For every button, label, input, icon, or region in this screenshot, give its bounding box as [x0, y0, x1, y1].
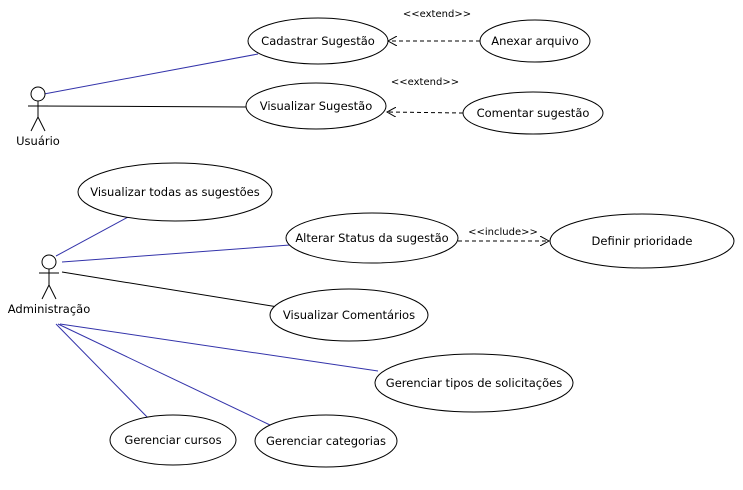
- usecase-anexar-arquivo[interactable]: Anexar arquivo: [479, 19, 591, 63]
- usecase-alterar-status-label: Alterar Status da sugestão: [295, 231, 448, 245]
- assoc-admin-gerenciar-cursos: [55, 323, 153, 423]
- stereotype-extend-comentar: <<extend>>: [391, 77, 459, 88]
- assoc-admin-visualizar-comentarios: [61, 271, 279, 308]
- usecase-visualizar-label: Visualizar Sugestão: [260, 99, 373, 113]
- stereotype-include-prioridade: <<include>>: [468, 227, 538, 238]
- usecase-cadastrar-label: Cadastrar Sugestão: [261, 34, 375, 48]
- usecase-visualizar-todas[interactable]: Visualizar todas as sugestões: [77, 162, 273, 222]
- usecase-alterar-status[interactable]: Alterar Status da sugestão: [285, 212, 459, 264]
- stereotype-extend-anexar: <<extend>>: [403, 9, 471, 20]
- usecase-gerenciar-categorias-label: Gerenciar categorias: [266, 434, 386, 448]
- usecase-visualizar-todas-label: Visualizar todas as sugestões: [90, 185, 260, 199]
- usecase-gerenciar-categorias[interactable]: Gerenciar categorias: [254, 414, 398, 468]
- usecase-anexar-label: Anexar arquivo: [491, 34, 578, 48]
- usecase-gerenciar-cursos[interactable]: Gerenciar cursos: [109, 414, 237, 466]
- actor-usuario[interactable]: Usuário: [16, 86, 60, 148]
- actor-administracao-head: [41, 254, 57, 270]
- usecase-gerenciar-tipos[interactable]: Gerenciar tipos de solicitações: [374, 353, 574, 413]
- usecase-visualizar-comentarios-label: Visualizar Comentários: [283, 308, 415, 322]
- assoc-admin-visualizar-todas: [55, 215, 131, 257]
- usecase-definir-prioridade-label: Definir prioridade: [592, 234, 693, 248]
- usecase-gerenciar-cursos-label: Gerenciar cursos: [124, 433, 221, 447]
- actor-administracao[interactable]: Administração: [8, 254, 91, 316]
- usecase-comentar-sugestao[interactable]: Comentar sugestão: [462, 91, 604, 135]
- assoc-admin-gerenciar-categorias: [57, 323, 271, 426]
- usecase-definir-prioridade[interactable]: Definir prioridade: [549, 213, 735, 269]
- assoc-admin-alterar-status: [61, 244, 291, 263]
- usecase-visualizar-sugestao[interactable]: Visualizar Sugestão: [245, 82, 387, 130]
- usecase-gerenciar-tipos-label: Gerenciar tipos de solicitações: [386, 376, 562, 390]
- assoc-usuario-visualizar: [37, 105, 248, 108]
- actor-usuario-label: Usuário: [16, 134, 60, 148]
- assoc-admin-gerenciar-tipos: [59, 323, 379, 372]
- actor-usuario-head: [30, 86, 46, 102]
- usecase-cadastrar-sugestao[interactable]: Cadastrar Sugestão: [247, 17, 389, 65]
- usecase-comentar-label: Comentar sugestão: [477, 106, 590, 120]
- extend-comentar-arrow: [387, 112, 464, 113]
- usecase-visualizar-comentarios[interactable]: Visualizar Comentários: [269, 288, 429, 342]
- assoc-usuario-cadastrar: [43, 53, 259, 95]
- actor-administracao-label: Administração: [8, 302, 91, 316]
